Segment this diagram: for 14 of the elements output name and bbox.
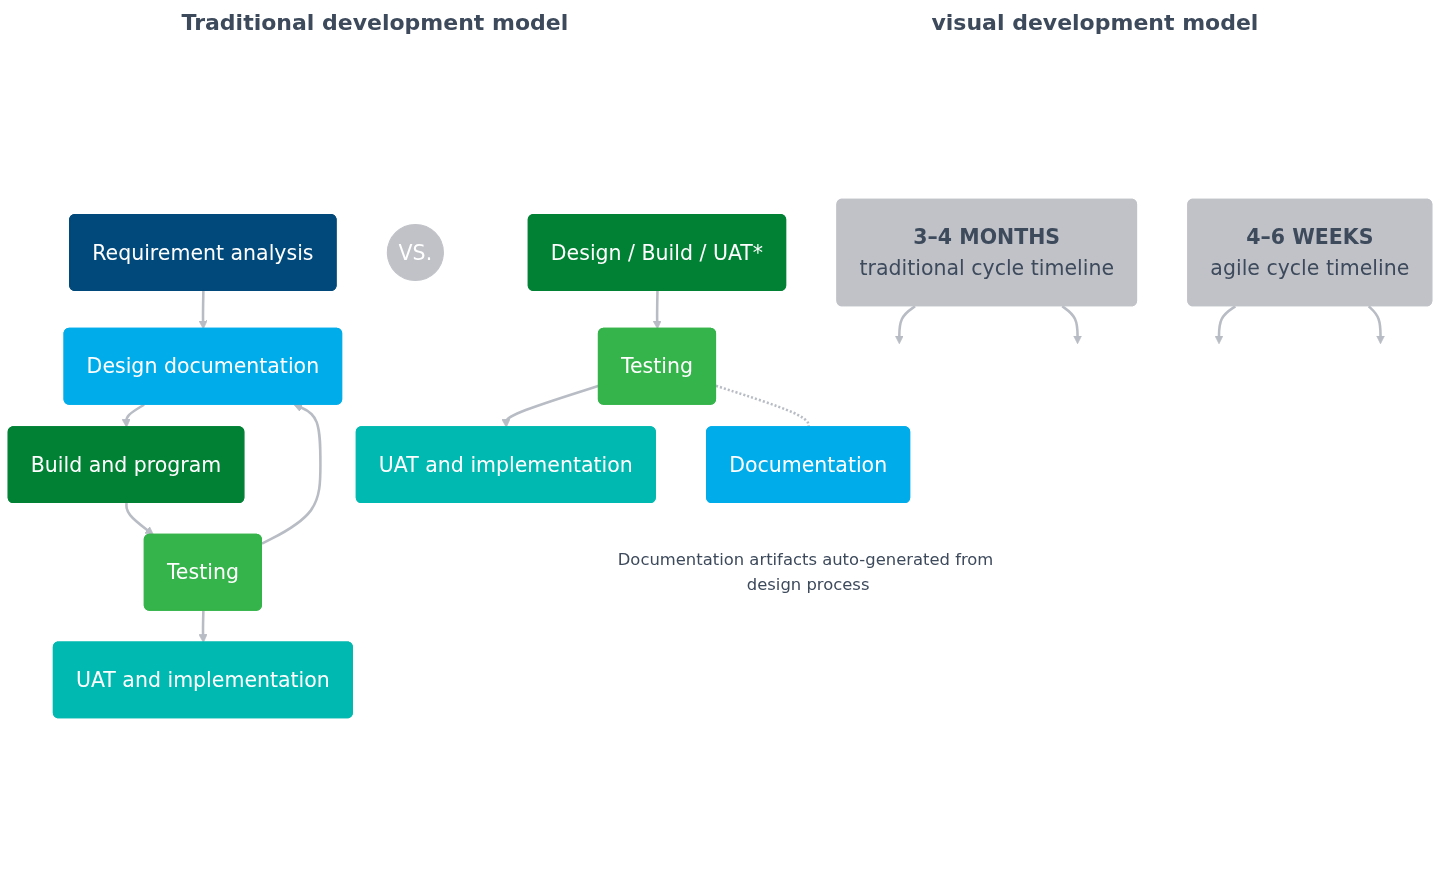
column-heading: Traditional development model xyxy=(181,9,569,35)
arrow xyxy=(652,290,662,330)
arrow xyxy=(1367,305,1386,345)
arrow xyxy=(121,403,145,428)
arrow xyxy=(198,610,208,643)
arrow xyxy=(894,305,916,345)
column-heading: visual development model xyxy=(931,9,1259,35)
arrow xyxy=(1061,305,1083,345)
arrow xyxy=(125,503,154,536)
arrow xyxy=(261,403,322,545)
node-label: Documentation artifacts auto-generated from design process xyxy=(617,549,994,594)
node-circle: VS. xyxy=(386,223,444,282)
arrow xyxy=(198,290,208,330)
arrow xyxy=(1214,305,1237,345)
